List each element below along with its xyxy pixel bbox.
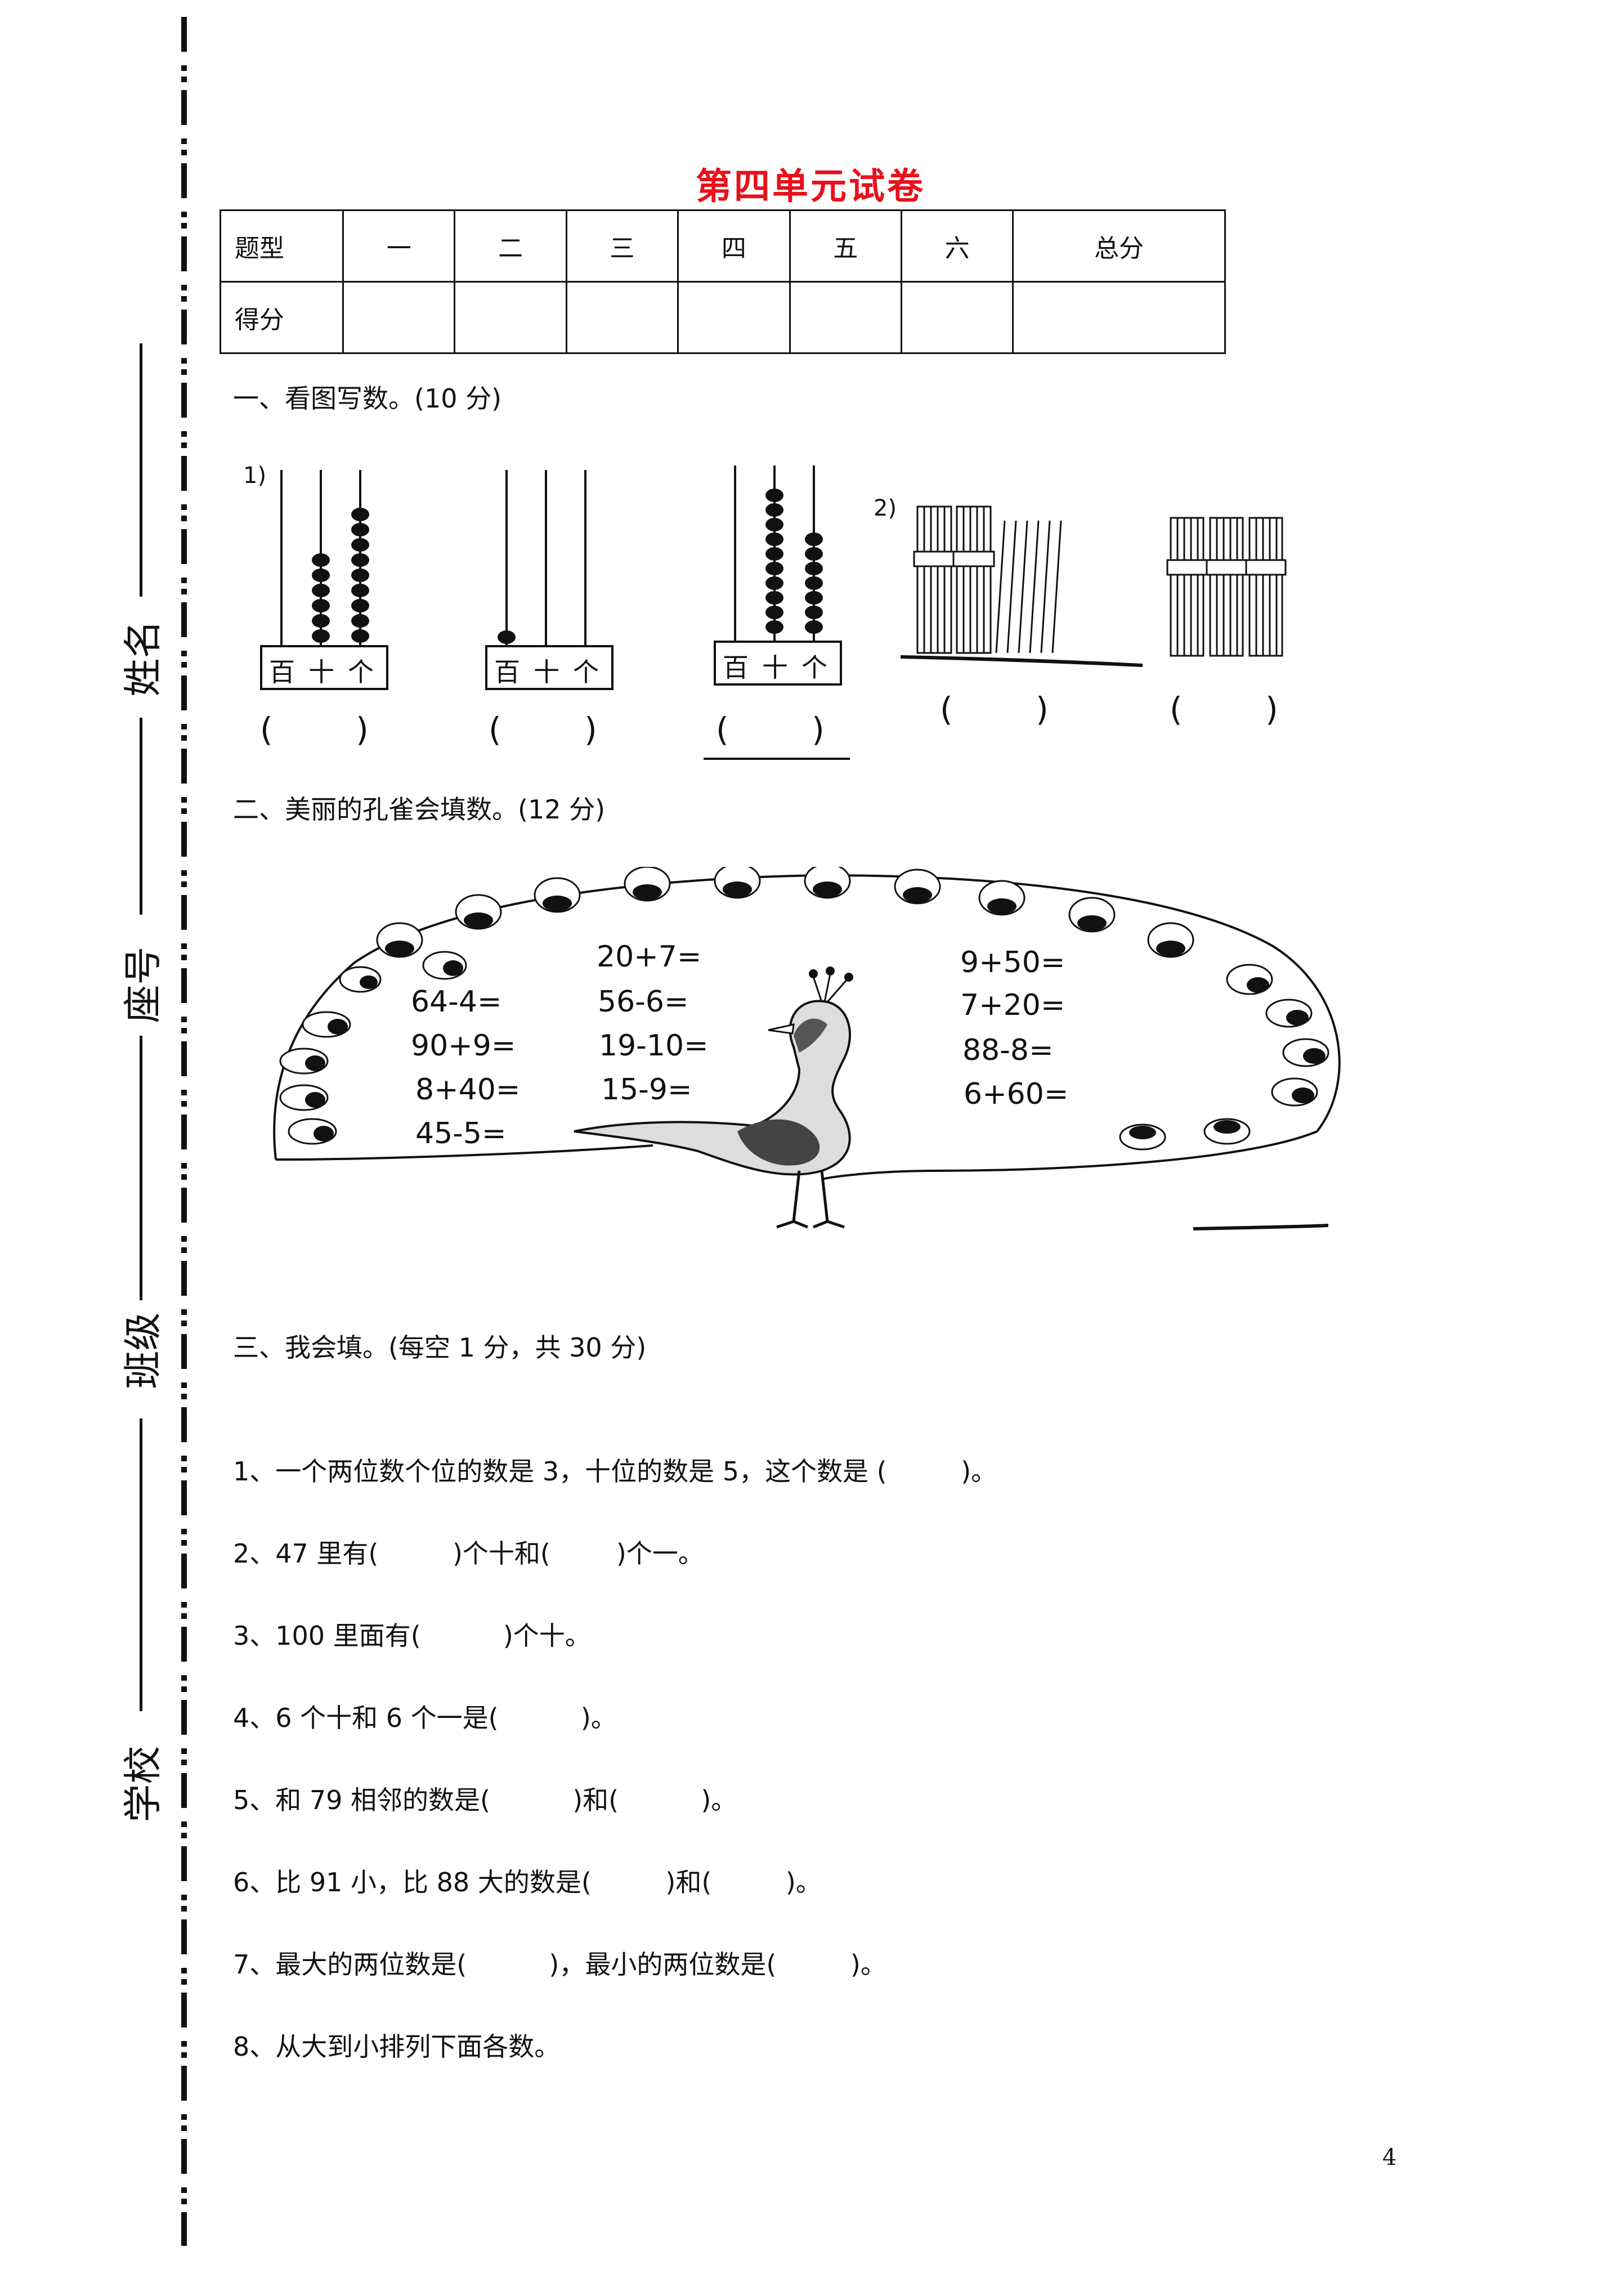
peacock-equation: 9+50= [960,946,1065,979]
section2-heading: 二、美丽的孔雀会填数。(12 分) [233,794,606,825]
abacus-1-label-tens: 十 [308,657,334,687]
abacus-1-label-ones: 个 [348,657,374,687]
score-input-cell[interactable] [789,281,902,354]
abacus-1-label-hundreds: 百 [269,657,295,687]
binding-dashed-line [181,17,187,2246]
peacock-equation: 15-9= [601,1073,692,1107]
question-4: 4、6 个十和 6 个一是( )。 [233,1703,617,1733]
score-input-cell[interactable] [677,281,791,354]
name-underline [140,343,142,597]
section1-scan-line [704,758,850,760]
abacus-3-label-hundreds: 百 [723,652,749,683]
peacock-equation: 56-6= [598,985,689,1019]
peacock-equation: 6+60= [964,1077,1069,1111]
score-input-cell[interactable] [565,281,679,354]
abacus-3-answer[interactable]: ( ) [716,710,825,749]
abacus-3 [714,466,842,686]
peacock-illustration [273,867,1341,1230]
question-3: 3、100 里面有( )个十。 [233,1621,591,1651]
sticks-answer-1[interactable]: ( ) [940,690,1049,728]
page-number: 4 [1382,2145,1397,2170]
score-table-header-row: 题型 一 二 三 四 五 六 总分 [220,209,1226,283]
abacus-3-label-ones: 个 [801,652,827,683]
abacus-2-label-hundreds: 百 [494,657,520,687]
school-underline [140,1418,142,1711]
peacock-equation: 20+7= [597,940,702,974]
peacock-equation: 19-10= [599,1029,709,1063]
name-label: 姓名 [121,620,166,697]
score-input-cell[interactable] [342,281,456,354]
section1-marker-b: 2) [874,495,897,521]
abacus-1-answer[interactable]: ( ) [260,710,369,749]
seat-underline [140,718,142,915]
table-cell: 六 [900,209,1014,283]
table-cell: 三 [565,209,679,283]
score-table-score-row: 得分 [220,281,1226,354]
question-6: 6、比 91 小，比 88 大的数是( )和( )。 [233,1867,822,1897]
question-8: 8、从大到小排列下面各数。 [233,2031,561,2062]
abacus-3-label-tens: 十 [762,652,788,683]
score-input-cell[interactable] [454,281,567,354]
table-cell: 总分 [1012,209,1226,283]
peacock-equation: 7+20= [960,988,1065,1022]
abacus-2-answer[interactable]: ( ) [489,710,597,749]
peacock-equation: 64-4= [411,985,502,1019]
table-cell: 五 [789,209,902,283]
score-input-cell[interactable] [1012,281,1226,354]
table-cell: 得分 [220,281,344,354]
question-1: 1、一个两位数个位的数是 3，十位的数是 5，这个数是 ( )。 [233,1456,997,1487]
abacus-2-label-ones: 个 [573,657,599,687]
abacus-2-label-tens: 十 [534,657,559,687]
peacock-equation: 45-5= [415,1117,507,1151]
question-5: 5、和 79 相邻的数是( )和( )。 [233,1785,737,1815]
score-input-cell[interactable] [900,281,1014,354]
section1-marker-a: 1) [243,463,267,489]
class-underline [140,1036,142,1300]
seat-label: 座号 [121,946,166,1023]
score-table: 题型 一 二 三 四 五 六 总分 得分 [220,209,1226,354]
school-label: 学校 [121,1746,166,1823]
table-cell: 二 [454,209,567,283]
section1-heading: 一、看图写数。(10 分) [233,383,502,414]
abacus-1 [260,470,388,690]
page-title: 第四单元试卷 [696,166,925,208]
stick-bundles [901,505,1287,667]
question-7: 7、最大的两位数是( )，最小的两位数是( )。 [233,1949,886,1980]
peacock-equation: 88-8= [962,1033,1054,1067]
peacock-equation: 8+40= [415,1073,521,1107]
abacus-2 [485,470,614,690]
table-cell: 题型 [220,209,344,283]
question-2: 2、47 里有( )个十和( )个一。 [233,1538,704,1569]
table-cell: 一 [342,209,456,283]
section3-heading: 三、我会填。(每空 1 分，共 30 分) [233,1332,647,1363]
peacock-equation: 90+9= [411,1029,516,1063]
class-label: 班级 [121,1312,166,1389]
sticks-answer-2[interactable]: ( ) [1170,690,1278,728]
table-cell: 四 [677,209,791,283]
